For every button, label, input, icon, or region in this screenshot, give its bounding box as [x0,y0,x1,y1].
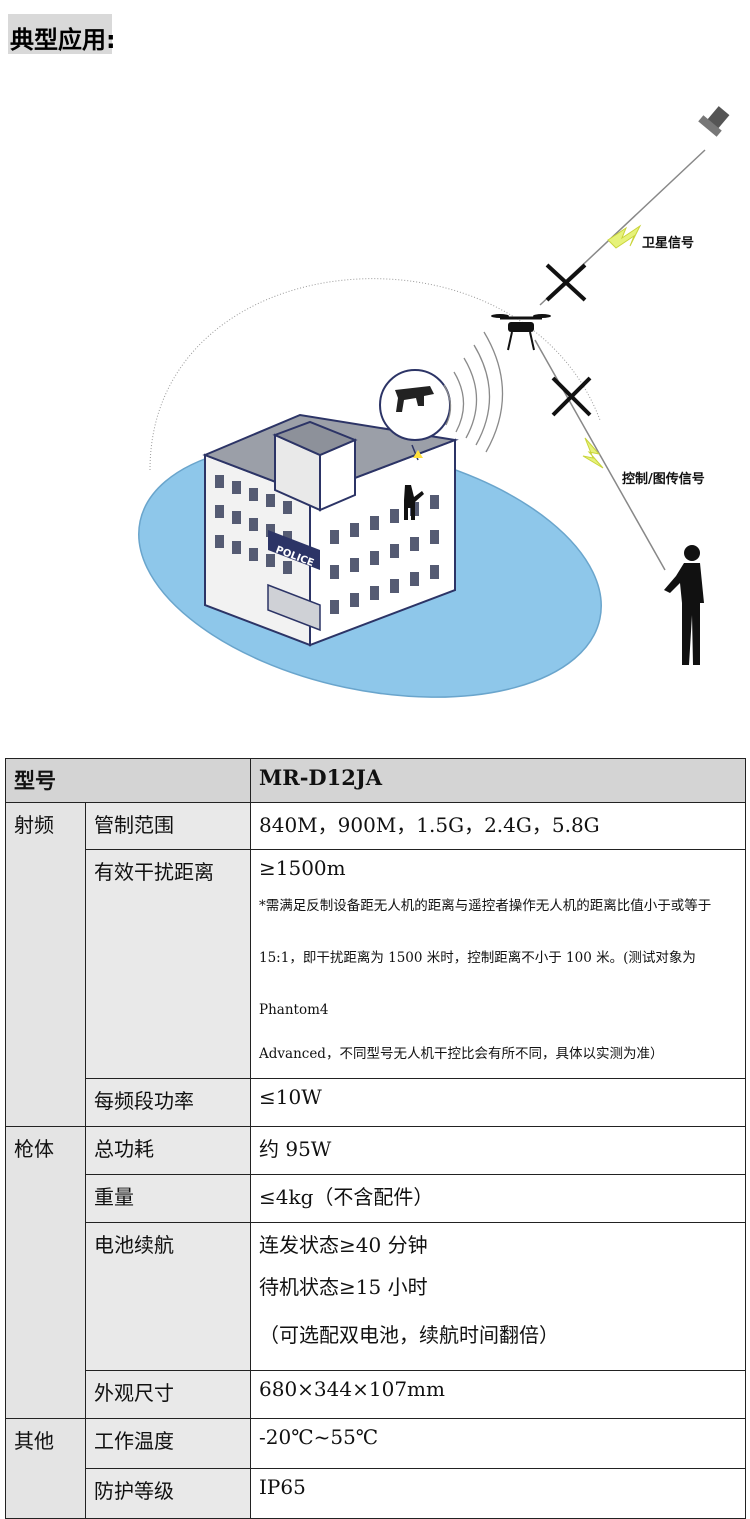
body-group-label: 枪体 [5,1126,86,1419]
total-power-label: 总功耗 [85,1126,251,1175]
jamming-waves [443,331,504,453]
model-value: MR-D12JA [250,758,746,803]
temp-value: -20℃~55℃ [250,1418,746,1469]
satellite-lightning-icon [607,224,642,249]
control-lightning-icon [582,437,604,469]
table-row: 枪体 总功耗 约 95W [5,1126,746,1419]
dimensions-label: 外观尺寸 [85,1370,251,1419]
total-power-value: 约 95W [250,1126,746,1175]
control-block-x-icon [551,376,592,417]
satellite-signal-label: 卫星信号 [642,235,694,251]
coverage-dome [149,278,601,471]
table-row: 射频 管制范围 840M，900M，1.5G，2.4G，5.8G [5,802,746,1127]
table-row: 型号 MR-D12JA [5,758,746,803]
model-label: 型号 [5,758,251,803]
battery-line-3: （可选配双电池，续航时间翻倍） [259,1323,559,1347]
jam-note-line-1: *需满足反制设备距无人机的距离与遥控者操作无人机的距离比值小于或等于 [259,898,712,914]
pilot-icon [664,545,704,665]
jam-distance-value: ≥1500m [259,856,346,880]
battery-label: 电池续航 [85,1222,251,1371]
table-row: 有效干扰距离 ≥1500m *需满足反制设备距无人机的距离与遥控者操作无人机的距… [6,849,746,1079]
dimensions-value: 680×344×107mm [250,1370,746,1419]
table-row: 重量 ≤4kg（不含配件） [6,1174,746,1223]
battery-line-1: 连发状态≥40 分钟 [259,1233,428,1257]
table-row: 外观尺寸 680×344×107mm [6,1370,746,1419]
jam-distance-cell: ≥1500m *需满足反制设备距无人机的距离与遥控者操作无人机的距离比值小于或等… [250,849,746,1079]
band-power-value: ≤10W [250,1078,746,1127]
temp-label: 工作温度 [85,1418,251,1469]
drone-icon [491,314,551,351]
rf-group-label: 射频 [5,802,86,1127]
control-signal-label: 控制/图传信号 [622,471,705,487]
table-row: 其他 工作温度 -20℃~55℃ [5,1418,746,1519]
satellite-block-x-icon [545,263,587,302]
table-row: 每频段功率 ≤10W [6,1078,746,1127]
other-group-label: 其他 [5,1418,86,1519]
battery-line-2: 待机状态≥15 小时 [259,1275,428,1299]
protection-label: 防护等级 [85,1468,251,1519]
battery-cell: 连发状态≥40 分钟 待机状态≥15 小时 （可选配双电池，续航时间翻倍） [250,1222,746,1371]
table-row: 电池续航 连发状态≥40 分钟 待机状态≥15 小时 （可选配双电池，续航时间翻… [6,1222,746,1371]
band-power-label: 每频段功率 [85,1078,251,1127]
weight-value: ≤4kg（不含配件） [250,1174,746,1223]
table-row: 防护等级 IP65 [6,1468,746,1519]
jam-note-line-3: Advanced，不同型号无人机干控比会有所不同，具体以实测为准） [259,1046,664,1062]
application-illustration: POLICE 卫星信号 控制/ [138,106,730,698]
heading-background [8,14,112,54]
section-heading: 典型应用: [10,26,116,54]
satellite-icon [698,106,730,137]
police-building: POLICE [202,413,459,647]
jam-distance-label: 有效干扰距离 [85,849,251,1079]
protection-value: IP65 [250,1468,746,1519]
rf-range-value: 840M，900M，1.5G，2.4G，5.8G [250,802,746,850]
weight-label: 重量 [85,1174,251,1223]
jammer-device-callout [379,369,451,461]
rf-range-label: 管制范围 [85,802,251,850]
specifications-table: 型号 MR-D12JA 射频 管制范围 840M，900M，1.5G，2.4G，… [5,758,746,1519]
control-link [534,339,666,571]
jam-note-line-2: 15:1，即干扰距离为 1500 米时，控制距离不小于 100 米。(测试对象为… [259,950,696,1018]
